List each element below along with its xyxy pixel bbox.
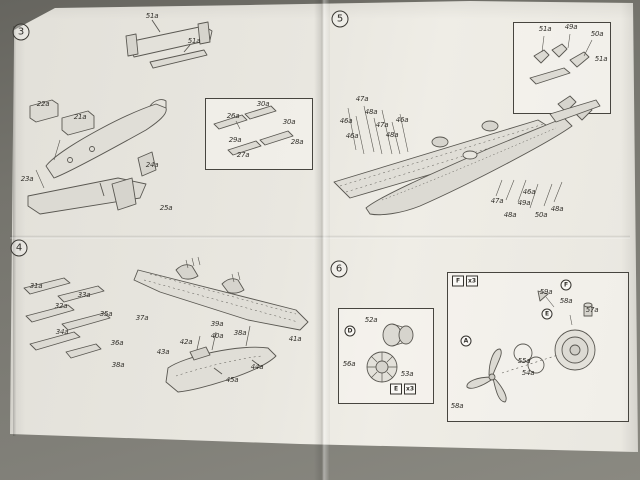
step5-inset-box	[513, 22, 611, 114]
step-5-number: 5	[331, 10, 349, 28]
step6-propeller-inset-box	[447, 272, 629, 422]
step-3-number: 3	[12, 23, 30, 41]
step3-inset-box	[205, 98, 313, 170]
step-6-number: 6	[330, 260, 348, 278]
step6-engine-inset-box	[338, 308, 434, 404]
step-4-number: 4	[10, 239, 28, 257]
